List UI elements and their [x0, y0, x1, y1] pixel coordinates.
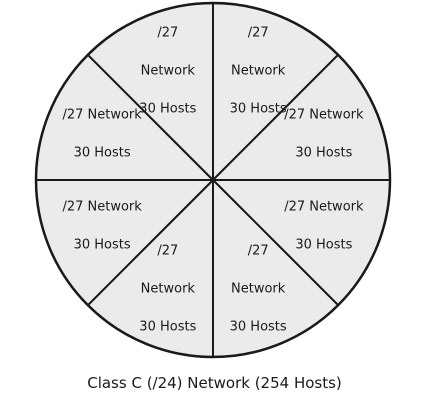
segment-label-top-left: /27 Network 30 Hosts — [139, 4, 196, 137]
segment-label-lower-left: /27 Network 30 Hosts — [62, 178, 141, 273]
segment-line-3: 30 Hosts — [139, 101, 197, 117]
segment-line-1: /27 — [247, 243, 269, 259]
segment-line-1: /27 Network — [284, 107, 364, 123]
segment-line-1: /27 — [157, 243, 179, 259]
segment-label-bottom-right: /27 Network 30 Hosts — [230, 223, 287, 356]
segment-line-2: 30 Hosts — [295, 237, 353, 253]
segment-line-2: Network — [140, 281, 195, 297]
segment-line-1: /27 Network — [284, 199, 364, 215]
segment-line-3: 30 Hosts — [139, 319, 197, 335]
segment-line-1: /27 — [157, 25, 179, 41]
segment-line-2: 30 Hosts — [73, 145, 131, 161]
segment-label-top-right: /27 Network 30 Hosts — [230, 4, 287, 137]
segment-label-upper-left: /27 Network 30 Hosts — [62, 87, 141, 182]
segment-line-1: /27 — [247, 25, 269, 41]
segment-label-upper-right: /27 Network 30 Hosts — [284, 87, 363, 182]
subnet-circle — [34, 1, 392, 359]
segment-line-1: /27 Network — [62, 107, 142, 123]
segment-line-2: 30 Hosts — [73, 237, 131, 253]
segment-line-1: /27 Network — [62, 199, 142, 215]
segment-label-bottom-left: /27 Network 30 Hosts — [139, 223, 196, 356]
segment-line-3: 30 Hosts — [229, 101, 287, 117]
segment-line-2: Network — [231, 281, 286, 297]
segment-label-lower-right: /27 Network 30 Hosts — [284, 178, 363, 273]
segment-line-2: Network — [231, 63, 286, 79]
segment-line-2: Network — [140, 63, 195, 79]
segment-line-2: 30 Hosts — [295, 145, 353, 161]
subnet-pie-diagram: /27 Network 30 Hosts /27 Network 30 Host… — [34, 1, 392, 359]
segment-line-3: 30 Hosts — [229, 319, 287, 335]
diagram-caption: Class C (/24) Network (254 Hosts) — [87, 374, 342, 392]
network-outline — [34, 1, 392, 359]
